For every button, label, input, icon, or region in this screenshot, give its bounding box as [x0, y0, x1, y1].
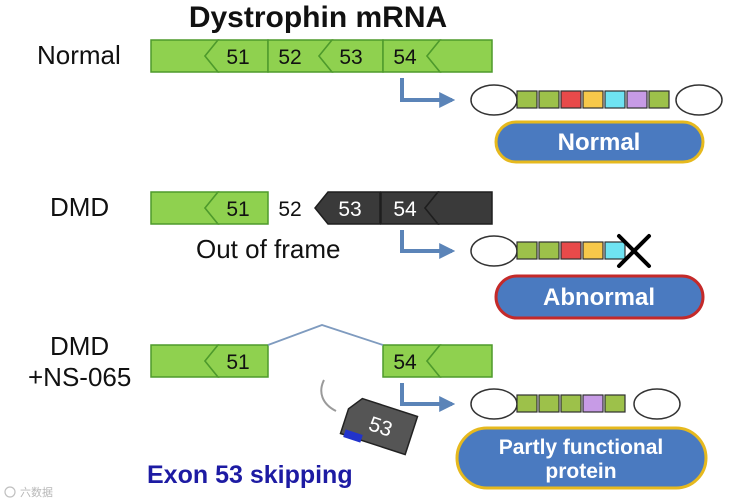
protein-domain-block	[538, 394, 560, 413]
translation-arrow-ns065	[400, 383, 456, 412]
protein-domain-block	[648, 90, 670, 109]
row-label-ns065-line1: DMD	[50, 331, 109, 361]
exon-dmd-51	[204, 191, 269, 225]
exon-label-dmd-52-deleted: 52	[278, 198, 301, 221]
diagram-title: Dystrophin mRNA	[189, 1, 447, 34]
exon-label-dmd-54: 54	[393, 198, 417, 221]
row-label-dmd: DMD	[50, 192, 109, 222]
exon-dmd-55	[424, 191, 493, 225]
translation-arrow-normal	[400, 78, 456, 108]
protein-terminal-right	[675, 84, 723, 116]
exon-label-ns065-51: 51	[226, 351, 249, 374]
cross-icon	[617, 234, 651, 268]
antisense-oligo-icon	[343, 429, 363, 443]
protein-domain-block	[626, 90, 648, 109]
mrna-normal	[150, 39, 493, 73]
row-label-ns065-line2: +NS-065	[28, 362, 131, 392]
protein-terminal-right	[633, 388, 681, 420]
protein-domain-block	[604, 241, 626, 260]
translation-arrow-dmd	[400, 230, 456, 259]
protein-domain-block	[604, 90, 626, 109]
exon-label-normal-54: 54	[393, 46, 417, 69]
protein-label-partly-functional-line1: Partly functional	[499, 436, 664, 459]
protein-domain-block	[582, 394, 604, 413]
protein-domain-block	[516, 241, 538, 260]
protein-pill-normal	[494, 120, 705, 164]
exon-normal-53	[318, 39, 384, 73]
protein-domain-block	[516, 394, 538, 413]
exon-label-normal-51: 51	[226, 46, 249, 69]
row-label-normal: Normal	[37, 40, 121, 70]
exon-normal-51	[204, 39, 269, 73]
mrna-dmd	[150, 191, 493, 225]
protein-label-abnormal: Abnormal	[543, 284, 655, 311]
exon-label-dmd-53: 53	[338, 198, 361, 221]
protein-domain-block	[604, 394, 626, 413]
protein-domain-block	[538, 90, 560, 109]
protein-normal	[470, 84, 723, 116]
protein-dmd	[470, 234, 651, 268]
mrna-ns065	[150, 344, 493, 378]
exon-dmd-53	[314, 191, 381, 225]
protein-domain-block	[538, 241, 560, 260]
protein-ns065	[470, 388, 681, 420]
exon-normal-55	[426, 39, 493, 73]
protein-domain-block	[516, 90, 538, 109]
exon-ns065-51	[204, 344, 269, 378]
protein-terminal-left	[470, 84, 518, 116]
exon-label-ns065-54: 54	[393, 351, 417, 374]
protein-pill-partly-functional	[455, 426, 708, 490]
protein-domain-block	[560, 90, 582, 109]
protein-domain-block	[560, 241, 582, 260]
out-of-frame-note: Out of frame	[196, 234, 341, 264]
protein-domain-block	[560, 394, 582, 413]
protein-pill-abnormal	[494, 274, 705, 320]
exon-label-normal-52: 52	[278, 46, 301, 69]
protein-domain-block	[582, 241, 604, 260]
protein-terminal-left	[470, 235, 518, 267]
exon-ns065-55	[426, 344, 493, 378]
watermark-logo: 六数据	[4, 485, 53, 499]
protein-label-partly-functional-line2: protein	[545, 460, 616, 483]
protein-label-normal: Normal	[558, 129, 641, 156]
exon-label-normal-53: 53	[339, 46, 362, 69]
protein-domain-block	[582, 90, 604, 109]
exon-label-dmd-51: 51	[226, 198, 249, 221]
skipped-exon-shape	[339, 397, 419, 456]
watermark-text: 六数据	[20, 485, 53, 499]
skip-curve	[320, 379, 337, 412]
protein-terminal-left	[470, 388, 518, 420]
exon-skip-label: Exon 53 skipping	[147, 461, 353, 489]
skipped-exon-53: 53	[339, 397, 419, 456]
splice-junction-line	[267, 324, 384, 346]
